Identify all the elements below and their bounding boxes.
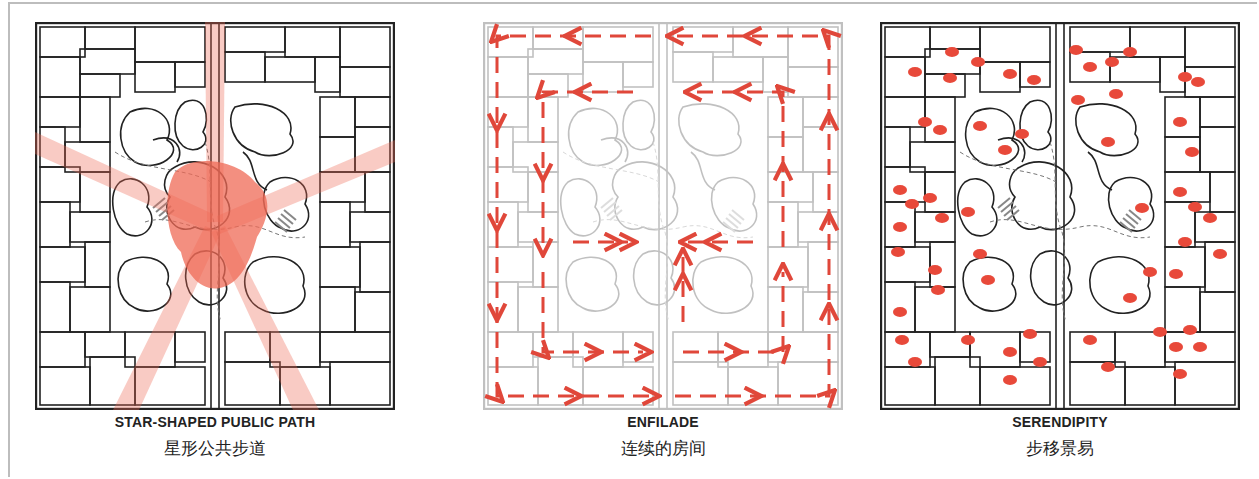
caption-title: STAR-SHAPED PUBLIC PATH [115,414,316,430]
enfilade-route [497,36,829,396]
caption-chinese: 步移景易 [1026,437,1094,460]
serendipity-spots [891,45,1227,385]
caption-title: ENFILADE [627,414,699,430]
caption-chinese: 星形公共步道 [164,437,266,460]
caption-title: SERENDIPITY [1012,414,1108,430]
caption-chinese: 连续的房间 [621,437,706,460]
star-path [35,22,395,410]
